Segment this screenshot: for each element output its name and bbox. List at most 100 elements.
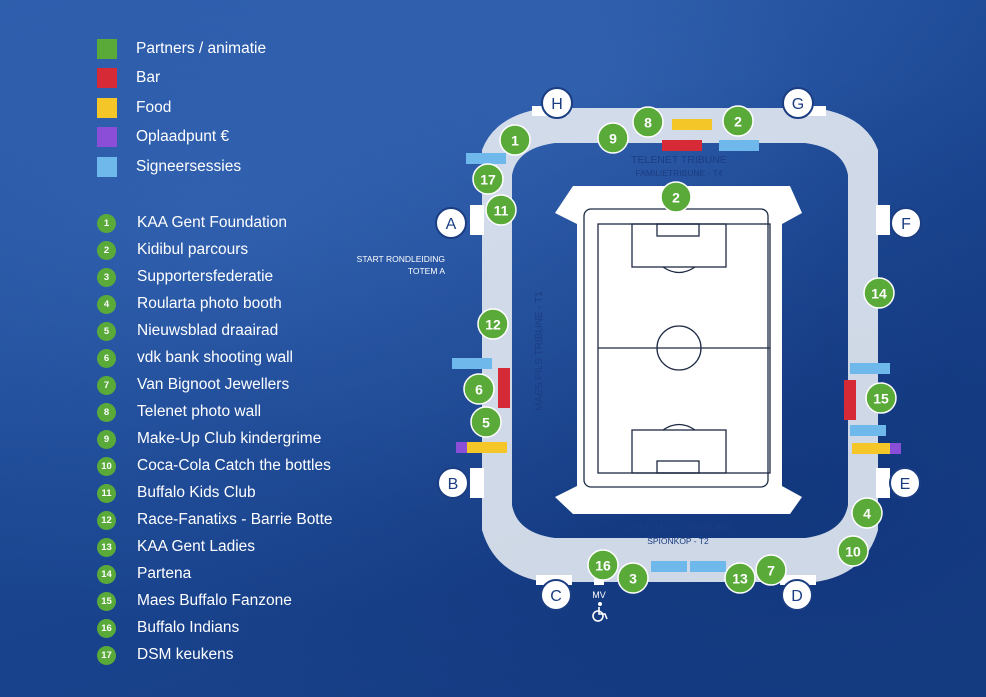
marker-14[interactable]: 14 [863, 277, 895, 309]
start-tour-sublabel: TOTEM A [408, 266, 445, 276]
food-stall [467, 442, 507, 453]
signing-stall [719, 140, 759, 151]
marker-10[interactable]: 10 [837, 535, 869, 567]
stand-sublabel-t4: FAMILIETRIBUNE - T4 [635, 168, 722, 178]
spot-number-badge: 2 [97, 240, 116, 260]
spot-number-badge: 9 [97, 429, 116, 449]
stand-label-t1: MAES PILS TRIBUNE - T1 [534, 291, 545, 411]
stand-label-t3: VDK TRIBUNE - T3 [819, 307, 830, 395]
stand-label-t4: TELENET TRIBUNE [631, 154, 727, 166]
marker-8[interactable]: 8 [632, 106, 664, 138]
marker-4[interactable]: 4 [851, 497, 883, 529]
partners-swatch [97, 38, 117, 59]
category-label: Partners / animatie [136, 39, 267, 57]
marker-number: 7 [767, 563, 775, 579]
spot-label: Nieuwsblad draairad [137, 322, 279, 339]
gate-c[interactable]: C [540, 579, 572, 611]
legend-category-food: Food [97, 93, 333, 123]
marker-13[interactable]: 13 [724, 562, 756, 594]
spot-number-badge: 7 [97, 375, 116, 395]
gate-g[interactable]: G [782, 87, 814, 119]
spot-label: DSM keukens [137, 646, 234, 663]
gate-d[interactable]: D [781, 579, 813, 611]
marker-11[interactable]: 11 [485, 194, 517, 226]
marker-number: 6 [475, 382, 483, 398]
legend-spot: 12 Race-Fanatixs - Barrie Botte [97, 507, 333, 534]
gate-label: D [791, 588, 803, 605]
legend-category-charge: Oplaadpunt € [97, 123, 333, 153]
charge-point [456, 442, 467, 453]
gate-label: C [550, 588, 562, 605]
concourse-ring [482, 108, 878, 582]
category-label: Bar [136, 69, 161, 87]
gate-label: E [900, 476, 911, 493]
charge-point [890, 443, 901, 454]
gate-label: B [448, 476, 459, 493]
marker-3[interactable]: 3 [617, 562, 649, 594]
marker-15[interactable]: 15 [865, 382, 897, 414]
spot-label: Van Bignoot Jewellers [137, 376, 290, 393]
stands-block [555, 186, 802, 514]
marker-number: 15 [873, 391, 889, 407]
marker-number: 3 [629, 571, 637, 587]
start-tour-label: START RONDLEIDING [357, 254, 445, 264]
gate-tab-e [876, 468, 890, 498]
legend: Partners / animatie Bar Food Oplaadpunt … [97, 34, 333, 669]
legend-spot: 7 Van Bignoot Jewellers [97, 372, 333, 399]
gate-f[interactable]: F [890, 207, 922, 239]
marker-2[interactable]: 2 [722, 105, 754, 137]
legend-spot: 2 Kidibul parcours [97, 237, 333, 264]
spot-label: Roularta photo booth [137, 295, 282, 312]
spot-label: Telenet photo wall [137, 403, 262, 420]
spot-number-badge: 13 [97, 537, 116, 557]
spot-label: Kidibul parcours [137, 241, 249, 258]
spot-number-badge: 12 [97, 510, 116, 530]
food-stall [672, 119, 712, 130]
marker-7[interactable]: 7 [755, 554, 787, 586]
marker-16[interactable]: 16 [587, 549, 619, 581]
marker-number: 5 [482, 415, 490, 431]
marker-17[interactable]: 17 [472, 163, 504, 195]
gate-e[interactable]: E [889, 467, 921, 499]
marker-9[interactable]: 9 [597, 122, 629, 154]
marker-5[interactable]: 5 [470, 406, 502, 438]
signing-stall [466, 153, 506, 164]
spot-label: Coca-Cola Catch the bottles [137, 457, 331, 474]
gate-h[interactable]: H [541, 87, 573, 119]
spot-label: vdk bank shooting wall [137, 349, 293, 366]
marker-2-pitch[interactable]: 2 [660, 181, 692, 213]
spot-label: Race-Fanatixs - Barrie Botte [137, 511, 333, 528]
spot-number-badge: 15 [97, 591, 116, 611]
stand-label-t2: GHELAMCO TRIBUNE [624, 522, 733, 534]
spot-label: Supportersfederatie [137, 268, 274, 285]
signing-stall [850, 425, 886, 436]
legend-category-bar: Bar [97, 64, 333, 94]
marker-number: 13 [732, 571, 748, 587]
gate-label: H [551, 96, 563, 113]
gate-a[interactable]: A [435, 207, 467, 239]
spot-number-badge: 16 [97, 618, 116, 638]
food-stall [852, 443, 890, 454]
spot-label: KAA Gent Foundation [137, 214, 287, 231]
gate-b[interactable]: B [437, 467, 469, 499]
signing-stall [651, 561, 687, 572]
marker-number: 1 [511, 133, 519, 149]
marker-6[interactable]: 6 [463, 373, 495, 405]
gate-label: A [446, 216, 457, 233]
category-label: Signeersessies [136, 157, 242, 175]
spot-number-badge: 14 [97, 564, 116, 584]
spot-number-badge: 6 [97, 348, 116, 368]
marker-number: 12 [485, 317, 501, 333]
marker-1[interactable]: 1 [499, 124, 531, 156]
marker-12[interactable]: 12 [477, 308, 509, 340]
